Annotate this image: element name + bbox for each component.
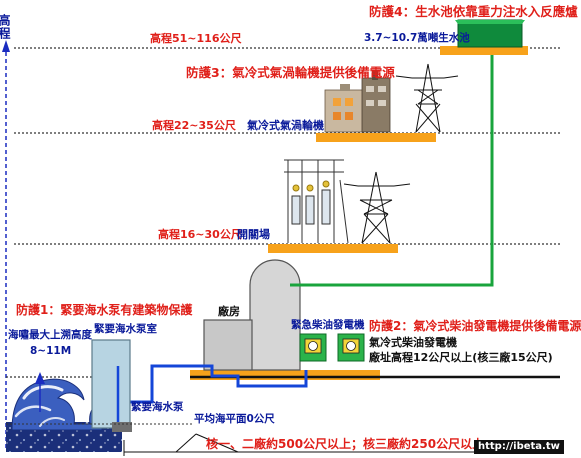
reactor-containment-dome <box>249 259 301 371</box>
elevation-axis-arrow-icon <box>2 40 10 52</box>
elevation-axis-label: 高程 <box>0 14 11 40</box>
defense-4-label: 防護4：生水池依靠重力注水入反應爐 <box>369 4 578 19</box>
switchyard-label: 開關場 <box>237 228 270 241</box>
elevation-label-mid: 高程16~30公尺 <box>158 228 242 241</box>
pump-room-building <box>91 339 131 429</box>
water-pool-label: 3.7~10.7萬噸生水池 <box>364 32 470 44</box>
defense-1-label: 防護1：緊要海水泵有建築物保護 <box>16 303 193 317</box>
gas-turbine-building-icon <box>324 70 391 133</box>
gravity-feed-pipe <box>290 55 494 287</box>
switchyard-equipment-icon <box>284 159 349 244</box>
platform-plant <box>190 370 380 380</box>
site-elevation-label: 廠址高程12公尺以上(核三廠15公尺) <box>369 351 553 364</box>
tsunami-arrow-icon <box>35 372 45 384</box>
platform-turbine <box>316 133 436 142</box>
water-pool-rim <box>455 20 525 24</box>
plant-building <box>203 319 253 371</box>
elevation-label-upper: 高程22~35公尺 <box>152 119 236 132</box>
pump-room-label: 緊要海水泵室 <box>94 323 157 335</box>
emergency-diesel-label: 緊急柴油發電機 <box>291 319 365 331</box>
tsunami-range-label: 8~11M <box>30 345 72 357</box>
defense-3-label: 防護3：氣冷式氣渦輪機提供後備電源 <box>186 65 395 80</box>
elevation-label-top: 高程51~116公尺 <box>150 32 242 45</box>
watermark-label: http://ibeta.tw <box>474 440 564 454</box>
defense-2-label: 防護2：氣冷式柴油發電機提供後備電源 <box>369 319 581 333</box>
pump-base <box>112 422 132 432</box>
cooling-water-pipe <box>128 364 308 404</box>
diagram-graphics <box>2 19 560 456</box>
platform-pool <box>440 46 528 55</box>
distance-note-label: 核一、二廠約500公尺以上；核三廠約250公尺以上 <box>206 437 485 451</box>
emergency-diesel-generator-icon <box>337 333 365 362</box>
transmission-tower-icon <box>395 63 459 133</box>
emergency-diesel-generator-icon <box>299 333 327 362</box>
air-diesel-label: 氣冷式柴油發電機 <box>369 336 457 349</box>
plant-label: 廠房 <box>218 305 240 318</box>
transmission-tower-icon <box>343 171 411 244</box>
gas-turbine-label: 氣冷式氣渦輪機 <box>247 119 324 132</box>
platform-switchyard <box>268 244 398 253</box>
diagram-stage: 高程 防護4：生水池依靠重力注水入反應爐 防護3：氣冷式氣渦輪機提供後備電源 防… <box>0 5 581 456</box>
tsunami-height-label: 海嘯最大上溯高度 <box>8 329 92 341</box>
mean-sea-level-label: 平均海平面0公尺 <box>194 413 275 425</box>
seawater-pump-label: 緊要海水泵 <box>131 401 184 413</box>
water-pool-shape <box>457 19 523 48</box>
